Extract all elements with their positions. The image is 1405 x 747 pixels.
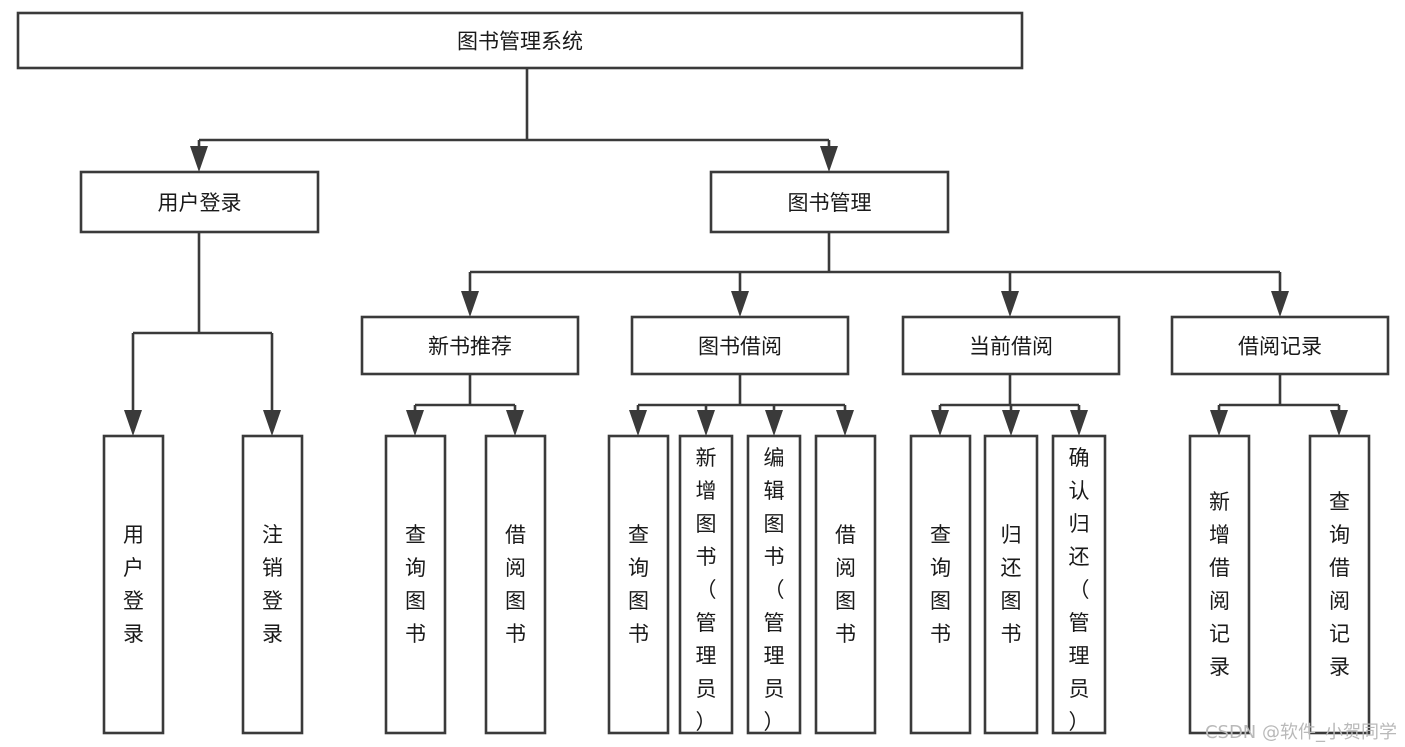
connector-user-login <box>124 232 281 436</box>
node-leaf-cur-query[interactable]: 查询图书 <box>909 434 972 735</box>
node-leaf-record-add[interactable]: 新增借阅记录 <box>1188 434 1251 735</box>
node-borrow-record[interactable]: 借阅记录 <box>1170 315 1390 376</box>
node-label-leaf-book-edit: 编辑图书（管理员） <box>764 446 785 734</box>
node-box-leaf-rec-borrow[interactable] <box>484 434 547 735</box>
node-label-leaf-record-query: 查询借阅记录 <box>1329 490 1350 679</box>
node-box-leaf-borrow-query[interactable] <box>607 434 670 735</box>
node-leaf-confirm-return[interactable]: 确认归还（管理员） <box>1051 434 1107 735</box>
node-label-leaf-confirm-return: 确认归还（管理员） <box>1069 446 1090 734</box>
node-box-user-login[interactable] <box>79 170 320 234</box>
node-label-leaf-return-book: 归还图书 <box>1001 523 1022 646</box>
node-label-leaf-rec-borrow: 借阅图书 <box>505 523 526 646</box>
node-box-book-borrow[interactable] <box>630 315 850 376</box>
node-label-current-borrow: 当前借阅 <box>969 335 1053 359</box>
node-box-leaf-book-add[interactable] <box>678 434 734 735</box>
node-label-borrow-record: 借阅记录 <box>1238 335 1322 359</box>
node-label-new-book-rec: 新书推荐 <box>428 335 512 359</box>
node-user-login[interactable]: 用户登录 <box>79 170 320 234</box>
node-leaf-borrow-query[interactable]: 查询图书 <box>607 434 670 735</box>
connector-layer <box>124 68 1348 436</box>
node-box-leaf-borrow-book[interactable] <box>814 434 877 735</box>
node-new-book-rec[interactable]: 新书推荐 <box>360 315 580 376</box>
node-leaf-book-edit[interactable]: 编辑图书（管理员） <box>746 434 802 735</box>
node-box-leaf-book-edit[interactable] <box>746 434 802 735</box>
node-root[interactable]: 图书管理系统 <box>16 11 1024 70</box>
node-box-leaf-user-login[interactable] <box>102 434 165 735</box>
node-box-borrow-record[interactable] <box>1170 315 1390 376</box>
connector-borrow-record <box>1210 374 1348 436</box>
connector-root <box>190 68 838 172</box>
node-box-new-book-rec[interactable] <box>360 315 580 376</box>
node-label-root: 图书管理系统 <box>457 30 583 54</box>
node-box-book-manage[interactable] <box>709 170 950 234</box>
node-box-root[interactable] <box>16 11 1024 70</box>
node-leaf-user-login[interactable]: 用户登录 <box>102 434 165 735</box>
node-leaf-borrow-book[interactable]: 借阅图书 <box>814 434 877 735</box>
node-label-leaf-book-add: 新增图书（管理员） <box>696 446 717 734</box>
node-label-leaf-record-add: 新增借阅记录 <box>1209 490 1230 679</box>
node-leaf-book-add[interactable]: 新增图书（管理员） <box>678 434 734 735</box>
node-label-leaf-rec-query: 查询图书 <box>405 523 426 646</box>
node-label-leaf-borrow-query: 查询图书 <box>628 523 649 646</box>
node-leaf-rec-borrow[interactable]: 借阅图书 <box>484 434 547 735</box>
node-box-current-borrow[interactable] <box>901 315 1121 376</box>
node-box-leaf-record-query[interactable] <box>1308 434 1371 735</box>
node-label-book-manage: 图书管理 <box>788 191 872 215</box>
node-book-borrow[interactable]: 图书借阅 <box>630 315 850 376</box>
node-leaf-return-book[interactable]: 归还图书 <box>983 434 1039 735</box>
node-box-leaf-return-book[interactable] <box>983 434 1039 735</box>
node-box-leaf-rec-query[interactable] <box>384 434 447 735</box>
node-box-leaf-record-add[interactable] <box>1188 434 1251 735</box>
connector-book-manage <box>461 232 1289 317</box>
node-layer: 图书管理系统用户登录图书管理新书推荐图书借阅当前借阅借阅记录用户登录注销登录查询… <box>16 11 1390 735</box>
node-box-leaf-cur-query[interactable] <box>909 434 972 735</box>
csdn-watermark: CSDN @软件_小贺同学 <box>1205 722 1397 743</box>
node-leaf-rec-query[interactable]: 查询图书 <box>384 434 447 735</box>
node-leaf-record-query[interactable]: 查询借阅记录 <box>1308 434 1371 735</box>
node-book-manage[interactable]: 图书管理 <box>709 170 950 234</box>
node-box-leaf-logout[interactable] <box>241 434 304 735</box>
node-label-book-borrow: 图书借阅 <box>698 335 782 359</box>
node-label-leaf-borrow-book: 借阅图书 <box>835 523 856 646</box>
connector-current-borrow <box>931 374 1088 436</box>
node-label-leaf-cur-query: 查询图书 <box>930 523 951 646</box>
node-leaf-logout[interactable]: 注销登录 <box>241 434 304 735</box>
connector-book-borrow <box>629 374 854 436</box>
node-label-user-login: 用户登录 <box>158 191 242 215</box>
node-current-borrow[interactable]: 当前借阅 <box>901 315 1121 376</box>
connector-new-book-rec <box>406 374 524 436</box>
node-label-leaf-user-login: 用户登录 <box>123 523 144 646</box>
node-label-leaf-logout: 注销登录 <box>262 523 283 646</box>
node-box-leaf-confirm-return[interactable] <box>1051 434 1107 735</box>
